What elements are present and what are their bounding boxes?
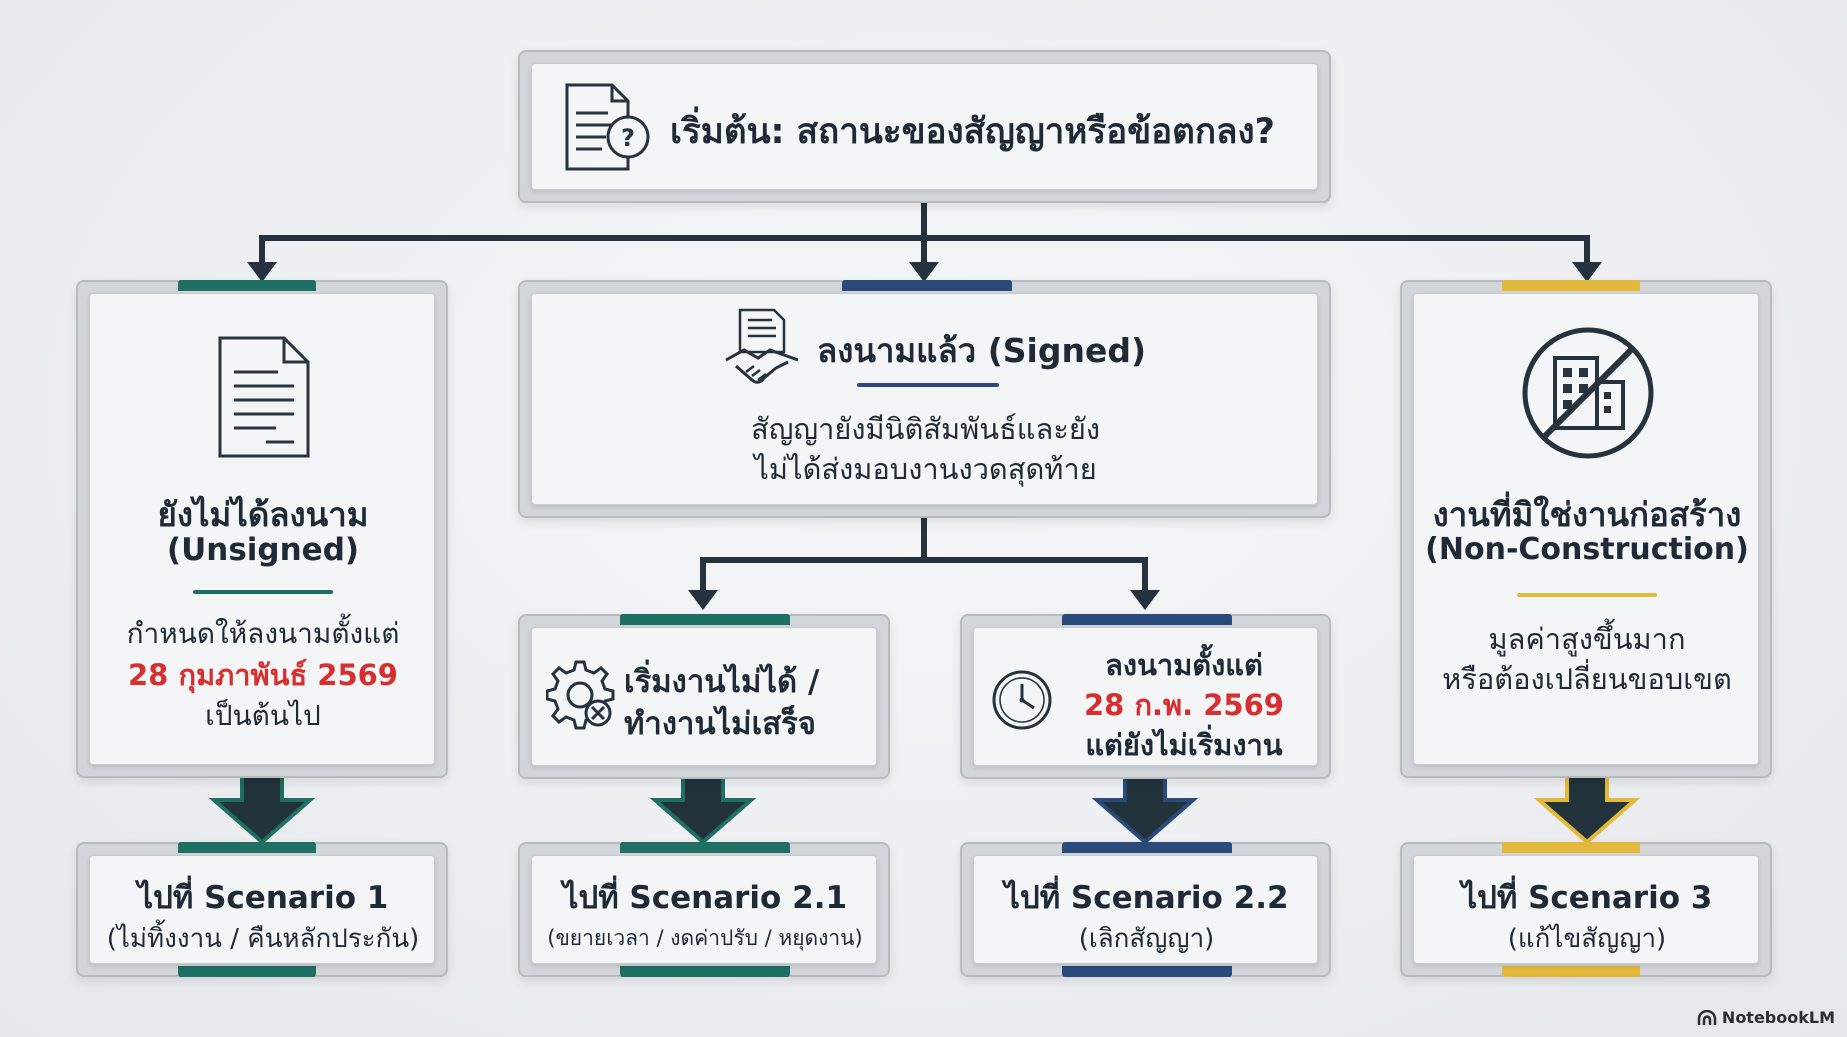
scenario-3-tab-bottom — [1502, 966, 1640, 977]
nonconstruction-card: งานที่มิใช่งานก่อสร้าง (Non-Construction… — [1413, 293, 1759, 765]
start-card: ? เริ่มต้น: สถานะของสัญญาหรือข้อตกลง? — [531, 63, 1318, 190]
unsigned-desc-line1: กำหนดให้ลงนามตั้งแต่ — [126, 617, 400, 650]
scenario-22-box[interactable]: ไปที่ Scenario 2.2 (เลิกสัญญา) — [960, 842, 1331, 977]
scenario-21-tab-bottom — [620, 966, 790, 977]
signed-since-card: ลงนามตั้งแต่ 28 ก.พ. 2569 แต่ยังไม่เริ่ม… — [973, 627, 1318, 766]
cannot-start-line2: ทำงานไม่เสร็จ — [624, 706, 816, 742]
scenario-22-card: ไปที่ Scenario 2.2 (เลิกสัญญา) — [973, 855, 1318, 964]
unsigned-tab — [178, 280, 316, 291]
scenario-1-card: ไปที่ Scenario 1 (ไม่ทิ้งงาน / คืนหลักปร… — [89, 855, 435, 964]
nonconstruction-title-line1: งานที่มิใช่งานก่อสร้าง — [1432, 495, 1742, 534]
unsigned-title-line2: (Unsigned) — [166, 532, 360, 568]
cannot-start-line1: เริ่มงานไม่ได้ / — [624, 664, 820, 700]
signed-since-box: ลงนามตั้งแต่ 28 ก.พ. 2569 แต่ยังไม่เริ่ม… — [960, 614, 1331, 779]
scenario-22-tab-bottom — [1062, 966, 1232, 977]
signed-desc-line1: สัญญายังมีนิติสัมพันธ์และยัง — [751, 412, 1100, 446]
scenario-21-card: ไปที่ Scenario 2.1 (ขยายเวลา / งดค่าปรับ… — [531, 855, 877, 964]
scenario-21-box[interactable]: ไปที่ Scenario 2.1 (ขยายเวลา / งดค่าปรับ… — [518, 842, 890, 977]
scenario-3-box[interactable]: ไปที่ Scenario 3 (แก้ไขสัญญา) — [1400, 842, 1772, 977]
notebooklm-brand: NotebookLM — [1697, 1008, 1835, 1027]
scenario-22-tab-top — [1062, 842, 1232, 853]
document-question-icon: ? — [565, 83, 650, 171]
nonconstruction-desc-line2: หรือต้องเปลี่ยนขอบเขต — [1442, 662, 1732, 696]
scenario-3-subtitle: (แก้ไขสัญญา) — [1507, 924, 1667, 954]
block-arrow-1 — [208, 766, 316, 845]
signed-card: ลงนามแล้ว (Signed) สัญญายังมีนิติสัมพันธ… — [531, 293, 1318, 505]
notebooklm-label: NotebookLM — [1721, 1008, 1835, 1027]
scenario-21-tab-top — [620, 842, 790, 853]
scenario-22-subtitle: (เลิกสัญญา) — [1078, 924, 1215, 954]
scenario-1-tab-top — [178, 842, 316, 853]
nonconstruction-tab — [1502, 280, 1640, 291]
unsigned-desc-date: 28 กุมภาพันธ์ 2569 — [128, 658, 398, 692]
start-box: ? เริ่มต้น: สถานะของสัญญาหรือข้อตกลง? — [518, 50, 1331, 203]
no-building-icon — [1522, 327, 1654, 459]
scenario-1-tab-bottom — [178, 966, 316, 977]
gear-cross-icon — [546, 660, 615, 730]
start-title: เริ่มต้น: สถานะของสัญญาหรือข้อตกลง? — [670, 112, 1275, 152]
scenario-21-subtitle: (ขยายเวลา / งดค่าปรับ / หยุดงาน) — [547, 926, 863, 950]
cannot-start-box: เริ่มงานไม่ได้ / ทำงานไม่เสร็จ — [518, 614, 890, 779]
block-arrow-21 — [649, 766, 757, 845]
block-arrow-22 — [1091, 766, 1199, 845]
scenario-3-title: ไปที่ Scenario 3 — [1461, 880, 1713, 916]
signed-since-tab — [1062, 614, 1232, 625]
top-connector-arrowheads — [247, 262, 1602, 282]
signed-desc-line2: ไม่ได้ส่งมอบงานงวดสุดท้าย — [754, 452, 1097, 486]
notebooklm-logo-icon — [1697, 1009, 1717, 1025]
clock-icon — [992, 670, 1052, 730]
document-icon — [218, 336, 310, 458]
block-arrow-3 — [1533, 766, 1641, 845]
unsigned-underline — [193, 590, 333, 594]
cannot-start-card: เริ่มงานไม่ได้ / ทำงานไม่เสร็จ — [531, 627, 877, 766]
unsigned-desc-line3: เป็นต้นไป — [205, 699, 321, 732]
signed-since-line3: แต่ยังไม่เริ่มงาน — [1085, 728, 1283, 762]
signed-underline — [857, 383, 999, 387]
signed-box: ลงนามแล้ว (Signed) สัญญายังมีนิติสัมพันธ… — [518, 280, 1331, 518]
scenario-1-subtitle: (ไม่ทิ้งงาน / คืนหลักประกัน) — [106, 924, 420, 954]
signed-since-line2: 28 ก.พ. 2569 — [1084, 688, 1284, 722]
signed-connector-arrowheads — [688, 590, 1160, 610]
signed-title: ลงนามแล้ว (Signed) — [817, 331, 1147, 370]
nonconstruction-title-line2: (Non-Construction) — [1425, 532, 1749, 567]
signed-since-line1: ลงนามตั้งแต่ — [1105, 648, 1263, 682]
cannot-start-tab — [620, 614, 790, 625]
scenario-1-title: ไปที่ Scenario 1 — [137, 880, 389, 916]
scenario-3-card: ไปที่ Scenario 3 (แก้ไขสัญญา) — [1413, 855, 1759, 964]
unsigned-title-line1: ยังไม่ได้ลงนาม — [157, 495, 369, 534]
scenario-21-title: ไปที่ Scenario 2.1 — [562, 880, 848, 916]
handshake-contract-icon — [725, 308, 799, 384]
scenario-22-title: ไปที่ Scenario 2.2 — [1004, 880, 1289, 916]
unsigned-card: ยังไม่ได้ลงนาม (Unsigned) กำหนดให้ลงนามต… — [89, 293, 435, 765]
signed-tab — [842, 280, 1012, 291]
nonconstruction-desc-line1: มูลค่าสูงขึ้นมาก — [1488, 622, 1686, 656]
nonconstruction-box: งานที่มิใช่งานก่อสร้าง (Non-Construction… — [1400, 280, 1772, 778]
scenario-3-tab-top — [1502, 842, 1640, 853]
nonconstruction-underline — [1517, 593, 1657, 597]
top-connector — [259, 203, 1590, 268]
unsigned-box: ยังไม่ได้ลงนาม (Unsigned) กำหนดให้ลงนามต… — [76, 280, 448, 778]
svg-text:?: ? — [621, 124, 635, 152]
scenario-1-box[interactable]: ไปที่ Scenario 1 (ไม่ทิ้งงาน / คืนหลักปร… — [76, 842, 448, 977]
signed-connector — [700, 518, 1148, 596]
